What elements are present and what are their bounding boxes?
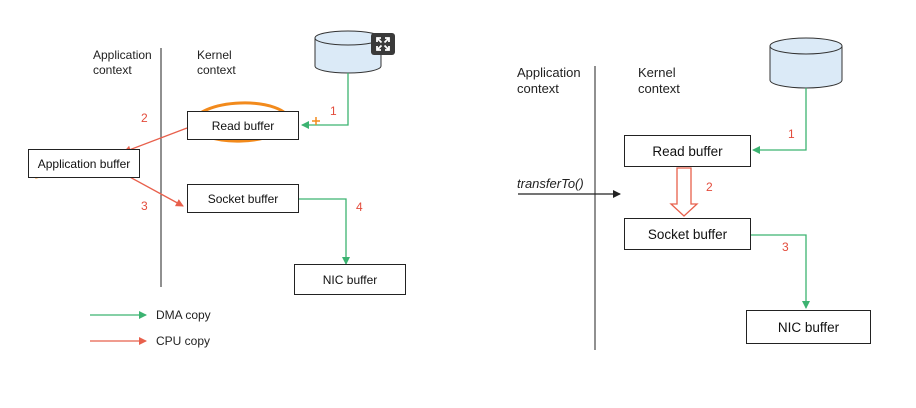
right-step-2-label: 2	[706, 180, 713, 194]
expand-icon[interactable]	[371, 33, 395, 55]
right-nic-buffer-box: NIC buffer	[746, 310, 871, 344]
left-arrow-dma-socket-to-nic	[299, 198, 350, 265]
disk-icon-left	[314, 30, 382, 74]
transfer-to-label: transferTo()	[517, 176, 584, 191]
left-step-3-label: 3	[141, 199, 148, 213]
right-step-3-label: 3	[782, 240, 789, 254]
disk-icon-right	[769, 37, 843, 89]
left-application-context-label: Application context	[93, 48, 152, 77]
right-arrow-dma-socket-to-nic	[751, 234, 810, 309]
left-arrow-cpu-app-to-socket	[125, 174, 184, 207]
legend-dma-label: DMA copy	[156, 308, 211, 322]
right-arrow-dma-disk-to-read	[752, 88, 807, 154]
right-step-1-label: 1	[788, 127, 795, 141]
right-socket-buffer-box: Socket buffer	[624, 218, 751, 250]
left-socket-buffer-box: Socket buffer	[187, 184, 299, 213]
left-nic-buffer-box: NIC buffer	[294, 264, 406, 295]
left-application-buffer-box: Application buffer	[28, 149, 140, 178]
plus-icon	[312, 117, 320, 125]
left-kernel-context-label: Kernel context	[197, 48, 236, 77]
left-read-buffer-box: Read buffer	[187, 111, 299, 140]
left-step-2-label: 2	[141, 111, 148, 125]
legend-cpu-label: CPU copy	[156, 334, 211, 348]
right-application-context-label: Application context	[517, 65, 581, 97]
left-step-1-label: 1	[330, 104, 337, 118]
right-kernel-context-label: Kernel context	[638, 65, 680, 97]
right-arrow-read-to-socket	[669, 167, 699, 217]
left-step-4-label: 4	[356, 200, 363, 214]
left-arrow-dma-disk-to-read	[301, 73, 349, 129]
right-read-buffer-box: Read buffer	[624, 135, 751, 167]
left-arrow-cpu-read-to-app	[123, 127, 188, 154]
